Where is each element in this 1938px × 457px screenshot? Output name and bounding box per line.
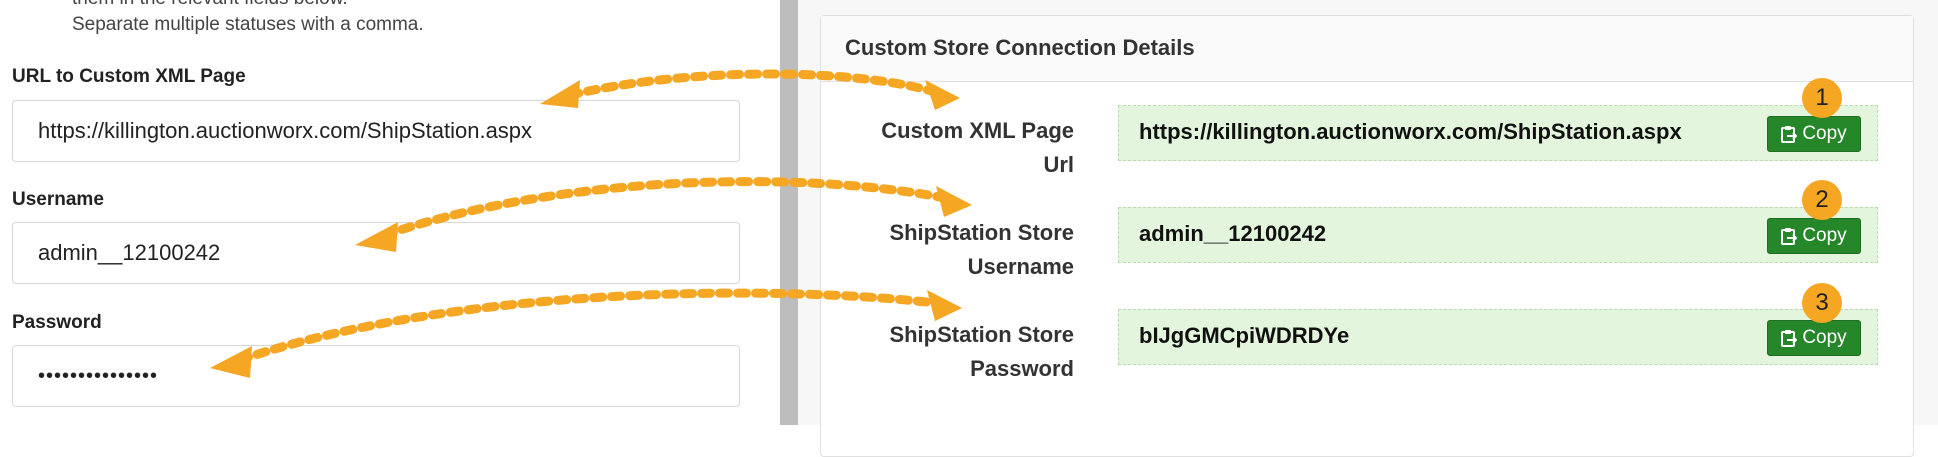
left-panel: them in the relevant fields below. Separ… — [0, 0, 780, 425]
card-header: Custom Store Connection Details — [821, 16, 1913, 82]
step-badge: 2 — [1802, 180, 1842, 220]
copy-button-label: Copy — [1802, 327, 1847, 348]
copy-username-button[interactable]: Copy — [1767, 218, 1861, 254]
xml-url-value: https://killington.auctionworx.com/ShipS… — [1139, 119, 1682, 144]
help-text-line: Separate multiple statuses with a comma. — [72, 14, 424, 35]
xml-url-value-box: https://killington.auctionworx.com/ShipS… — [1118, 105, 1878, 161]
store-password-value-box: bIJgGMCpiWDRDYe Copy — [1118, 309, 1878, 365]
store-username-label: ShipStation Store Username — [854, 216, 1074, 296]
clipboard-paste-icon — [1781, 228, 1798, 245]
copy-button-label: Copy — [1802, 123, 1847, 144]
copy-button-label: Copy — [1802, 225, 1847, 246]
url-field-label: URL to Custom XML Page — [12, 66, 246, 87]
clipboard-paste-icon — [1781, 126, 1798, 143]
xml-url-label: Custom XML Page Url — [854, 114, 1074, 194]
username-field-label: Username — [12, 189, 104, 210]
row-label-line: Url — [1043, 152, 1074, 177]
password-field-label: Password — [12, 312, 102, 333]
store-password-value: bIJgGMCpiWDRDYe — [1139, 323, 1350, 348]
row-label-line: Password — [970, 356, 1074, 381]
panel-divider — [780, 0, 798, 425]
row-label-line: ShipStation Store — [889, 322, 1074, 347]
help-text-line: them in the relevant fields below. — [72, 0, 348, 10]
url-input[interactable]: https://killington.auctionworx.com/ShipS… — [12, 100, 740, 162]
store-username-value-box: admin__12100242 Copy — [1118, 207, 1878, 263]
copy-password-button[interactable]: Copy — [1767, 320, 1861, 356]
step-badge: 1 — [1802, 78, 1842, 118]
username-input[interactable]: admin__12100242 — [12, 222, 740, 284]
row-label-line: ShipStation Store — [889, 220, 1074, 245]
row-label-line: Username — [967, 254, 1074, 279]
password-input[interactable]: ••••••••••••••• — [12, 345, 740, 407]
copy-xml-url-button[interactable]: Copy — [1767, 116, 1861, 152]
card-title: Custom Store Connection Details — [845, 35, 1195, 60]
store-username-value: admin__12100242 — [1139, 221, 1327, 246]
row-label-line: Custom XML Page — [881, 118, 1074, 143]
clipboard-paste-icon — [1781, 330, 1798, 347]
step-badge: 3 — [1802, 283, 1842, 323]
store-password-label: ShipStation Store Password — [854, 318, 1074, 398]
